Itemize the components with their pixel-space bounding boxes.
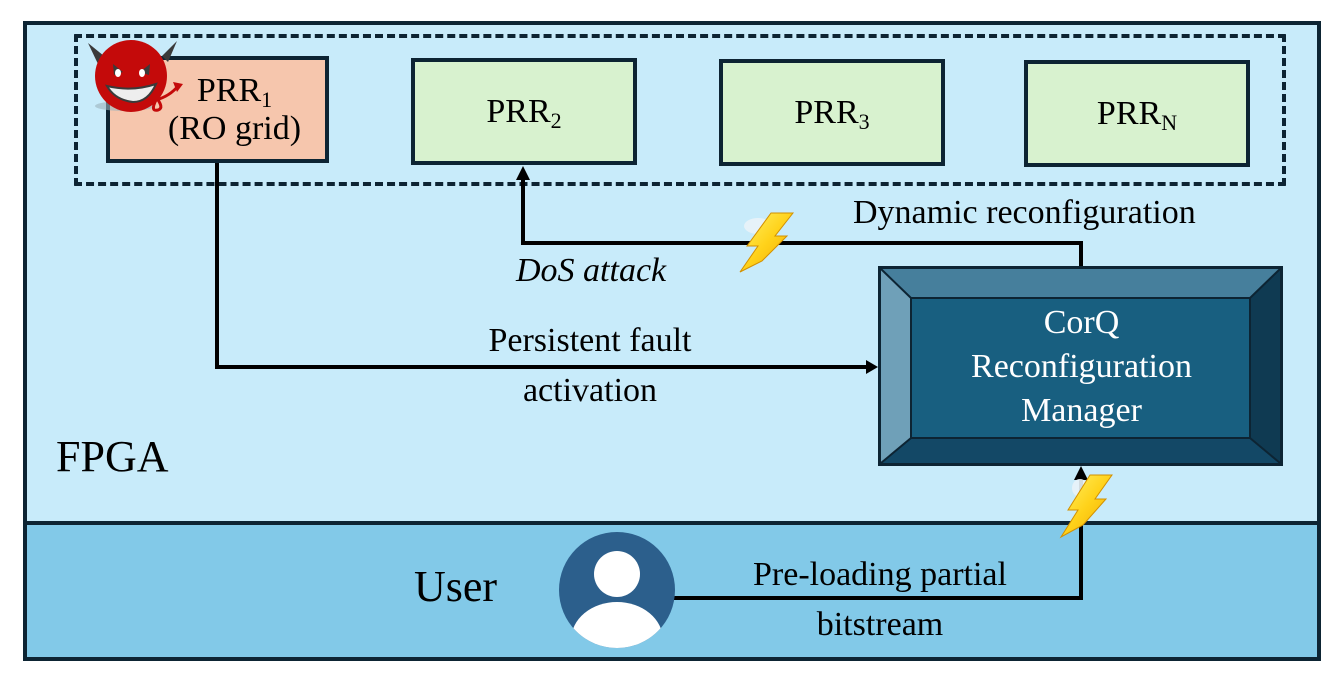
dos-attack-label: DoS attack bbox=[516, 252, 667, 289]
fpga-zone-label: FPGA bbox=[56, 432, 169, 481]
corq-manager-block bbox=[878, 266, 1283, 466]
preloading-line-2: bitstream bbox=[816, 606, 944, 643]
prr-n-block: PRRN bbox=[1024, 60, 1250, 167]
user-avatar-icon bbox=[559, 532, 675, 648]
persistent-fault-line-1: Persistent fault bbox=[488, 322, 692, 359]
devil-face-icon bbox=[88, 40, 183, 112]
preloading-line-1: Pre-loading partial bbox=[753, 556, 1007, 593]
manager-line-3: Manager bbox=[1021, 392, 1142, 429]
prr-1-subtitle: (RO grid) bbox=[167, 109, 302, 147]
dynamic-reconfiguration-label: Dynamic reconfiguration bbox=[853, 194, 1196, 231]
preloading-label: Pre-loading partial bitstream bbox=[700, 556, 1060, 644]
prr-1-subscript: 1 bbox=[261, 86, 273, 112]
prr-2-block: PRR2 bbox=[411, 58, 637, 165]
user-zone-label: User bbox=[414, 562, 498, 611]
manager-line-1: CorQ bbox=[1043, 304, 1120, 341]
dos-reconfiguration-arrow bbox=[521, 180, 1083, 266]
manager-line-2: Reconfiguration bbox=[971, 348, 1192, 385]
prr-3-subscript: 3 bbox=[858, 108, 870, 134]
bevel-right bbox=[1250, 269, 1280, 463]
bevel-left bbox=[881, 269, 911, 463]
prr-n-subscript: N bbox=[1161, 109, 1178, 135]
prr-n-name: PRR bbox=[1096, 94, 1162, 132]
prr-3-block: PRR3 bbox=[719, 59, 945, 166]
corq-manager-label: CorQ Reconfiguration Manager bbox=[908, 296, 1255, 438]
bevel-bottom bbox=[881, 438, 1280, 463]
prr-group-dashed-region bbox=[74, 34, 1286, 186]
prr-3-name: PRR bbox=[794, 93, 859, 131]
lightning-bolt-icon bbox=[739, 212, 795, 273]
persistent-fault-label: Persistent fault activation bbox=[420, 322, 760, 410]
persistent-fault-arrow bbox=[215, 163, 866, 369]
bevel-top bbox=[881, 269, 1280, 298]
lightning-bolt-icon bbox=[1059, 474, 1113, 539]
persistent-fault-line-2: activation bbox=[522, 372, 658, 409]
prr-2-subscript: 2 bbox=[550, 107, 562, 133]
prr-1-name: PRR bbox=[196, 71, 262, 109]
prr-2-name: PRR bbox=[486, 92, 551, 130]
